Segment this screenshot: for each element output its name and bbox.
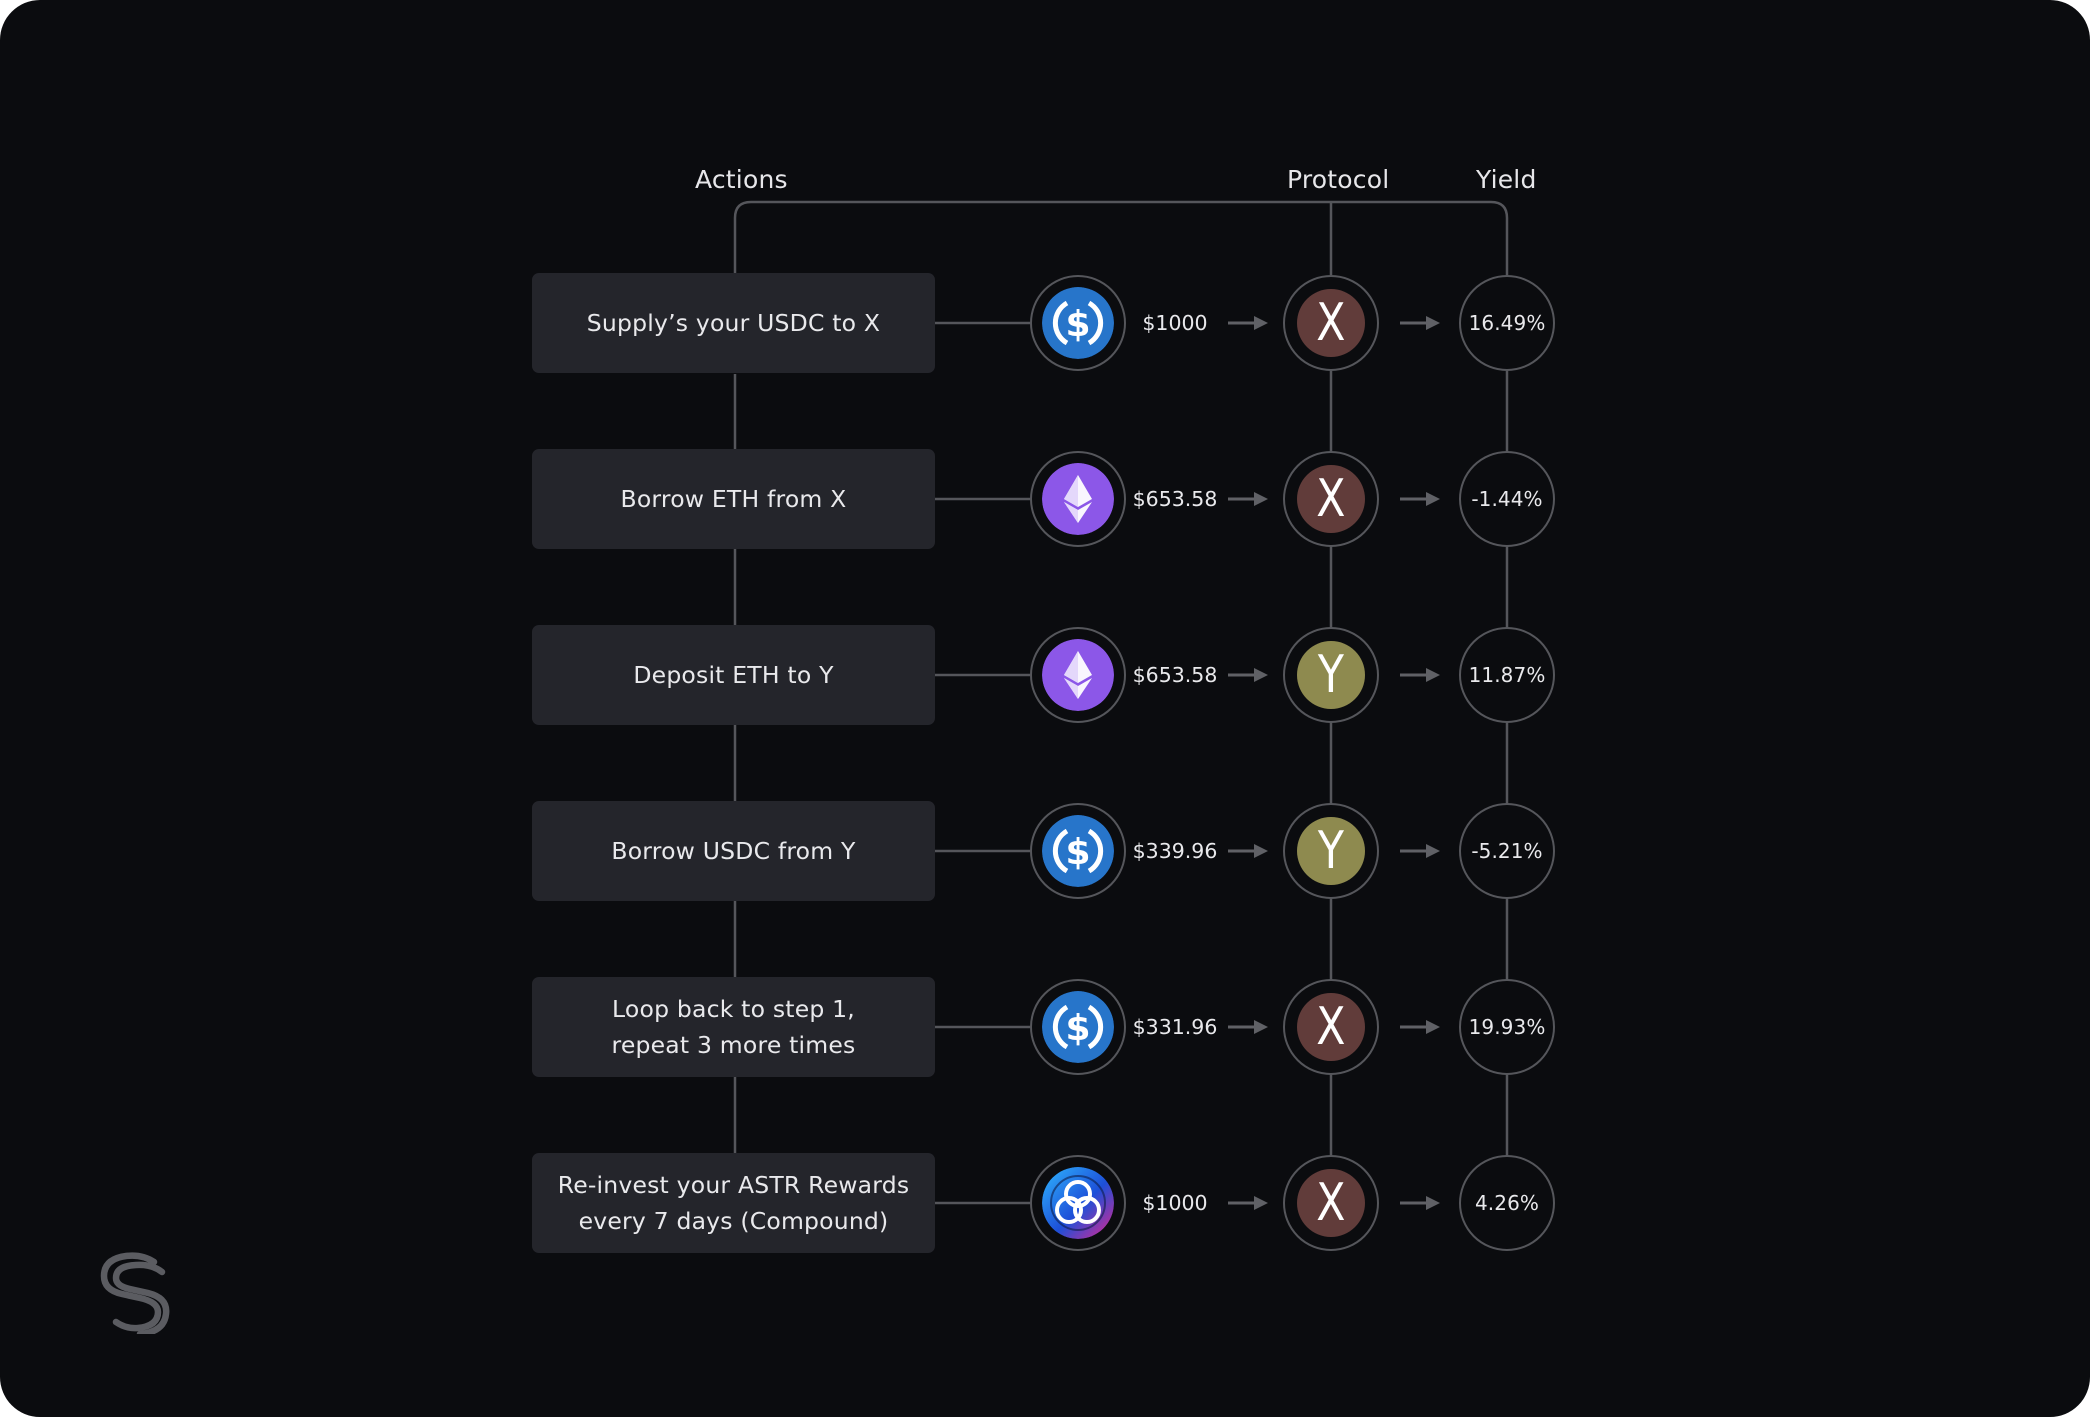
- token-ring: [1030, 1155, 1126, 1251]
- protocol-ring: Y: [1283, 803, 1379, 899]
- protocol-ring: X: [1283, 979, 1379, 1075]
- arrow-right-icon: [1228, 668, 1268, 682]
- amount-label: $653.58: [1132, 663, 1218, 687]
- protocol-letter: X: [1316, 293, 1346, 353]
- action-step-text: Re-invest your ASTR Rewards: [557, 1171, 910, 1199]
- astr-icon: [1042, 1167, 1114, 1239]
- protocol-letter: X: [1316, 1173, 1346, 1233]
- arrow-right-icon: [1228, 1196, 1268, 1210]
- action-step-text: Borrow USDC from Y: [611, 837, 856, 865]
- protocol-letter: Y: [1317, 821, 1345, 881]
- arrow-right-icon: [1400, 1196, 1440, 1210]
- token-ring: $: [1030, 275, 1126, 371]
- token-ring: [1030, 627, 1126, 723]
- arrow-right-icon: [1400, 1020, 1440, 1034]
- action-step-text: Loop back to step 1,: [612, 995, 855, 1023]
- protocol-badge: X: [1297, 465, 1365, 533]
- protocol-ring: X: [1283, 451, 1379, 547]
- token-ring: $: [1030, 803, 1126, 899]
- arrow-right-icon: [1228, 1020, 1268, 1034]
- protocol-ring: Y: [1283, 627, 1379, 723]
- protocol-letter: Y: [1317, 645, 1345, 705]
- protocol-badge: Y: [1297, 817, 1365, 885]
- protocol-header: Protocol: [1287, 165, 1390, 194]
- protocol-badge: X: [1297, 289, 1365, 357]
- yield-value: -1.44%: [1471, 487, 1543, 511]
- token-ring: [1030, 451, 1126, 547]
- action-step-box: Deposit ETH to Y: [532, 625, 935, 725]
- token-ring: $: [1030, 979, 1126, 1075]
- yield-value: 11.87%: [1468, 663, 1546, 687]
- yield-ring: 16.49%: [1459, 275, 1555, 371]
- protocol-ring: X: [1283, 275, 1379, 371]
- yield-value: 19.93%: [1468, 1015, 1546, 1039]
- protocol-ring: X: [1283, 1155, 1379, 1251]
- yield-ring: 19.93%: [1459, 979, 1555, 1075]
- protocol-badge: Y: [1297, 641, 1365, 709]
- action-step-text: Borrow ETH from X: [620, 485, 847, 513]
- arrow-right-icon: [1400, 316, 1440, 330]
- action-step-box: Borrow ETH from X: [532, 449, 935, 549]
- yield-ring: 4.26%: [1459, 1155, 1555, 1251]
- arrow-right-icon: [1228, 316, 1268, 330]
- amount-label: $339.96: [1132, 839, 1218, 863]
- action-step-box: Loop back to step 1, repeat 3 more times: [532, 977, 935, 1077]
- usdc-icon: $: [1042, 815, 1114, 887]
- eth-icon: [1042, 463, 1114, 535]
- yield-ring: 11.87%: [1459, 627, 1555, 723]
- protocol-letter: X: [1316, 469, 1346, 529]
- arrow-right-icon: [1228, 844, 1268, 858]
- header-bracket-line: [733, 200, 1509, 275]
- protocol-badge: X: [1297, 1169, 1365, 1237]
- arrow-right-icon: [1400, 492, 1440, 506]
- action-step-box: Re-invest your ASTR Rewards every 7 days …: [532, 1153, 935, 1253]
- action-step-box: Borrow USDC from Y: [532, 801, 935, 901]
- action-step-text: repeat 3 more times: [611, 1031, 856, 1059]
- action-step-text: every 7 days (Compound): [578, 1207, 889, 1235]
- action-step-box: Supply’s your USDC to X: [532, 273, 935, 373]
- actions-header: Actions: [695, 165, 788, 194]
- amount-label: $653.58: [1132, 487, 1218, 511]
- yield-header: Yield: [1476, 165, 1537, 194]
- yield-value: -5.21%: [1471, 839, 1543, 863]
- amount-label: $1000: [1142, 311, 1208, 335]
- svg-text:$: $: [1065, 1008, 1090, 1049]
- yield-ring: -5.21%: [1459, 803, 1555, 899]
- yield-value: 4.26%: [1474, 1191, 1540, 1215]
- action-step-text: Deposit ETH to Y: [633, 661, 834, 689]
- yield-ring: -1.44%: [1459, 451, 1555, 547]
- protocol-letter: X: [1316, 997, 1346, 1057]
- yield-value: 16.49%: [1468, 311, 1546, 335]
- eth-icon: [1042, 639, 1114, 711]
- svg-text:$: $: [1065, 832, 1090, 873]
- amount-label: $331.96: [1132, 1015, 1218, 1039]
- brand-s-logo-icon: [100, 1252, 170, 1334]
- usdc-icon: $: [1042, 287, 1114, 359]
- action-step-text: Supply’s your USDC to X: [586, 309, 881, 337]
- arrow-right-icon: [1228, 492, 1268, 506]
- arrow-right-icon: [1400, 668, 1440, 682]
- protocol-badge: X: [1297, 993, 1365, 1061]
- amount-label: $1000: [1142, 1191, 1208, 1215]
- usdc-icon: $: [1042, 991, 1114, 1063]
- svg-text:$: $: [1065, 304, 1090, 345]
- arrow-right-icon: [1400, 844, 1440, 858]
